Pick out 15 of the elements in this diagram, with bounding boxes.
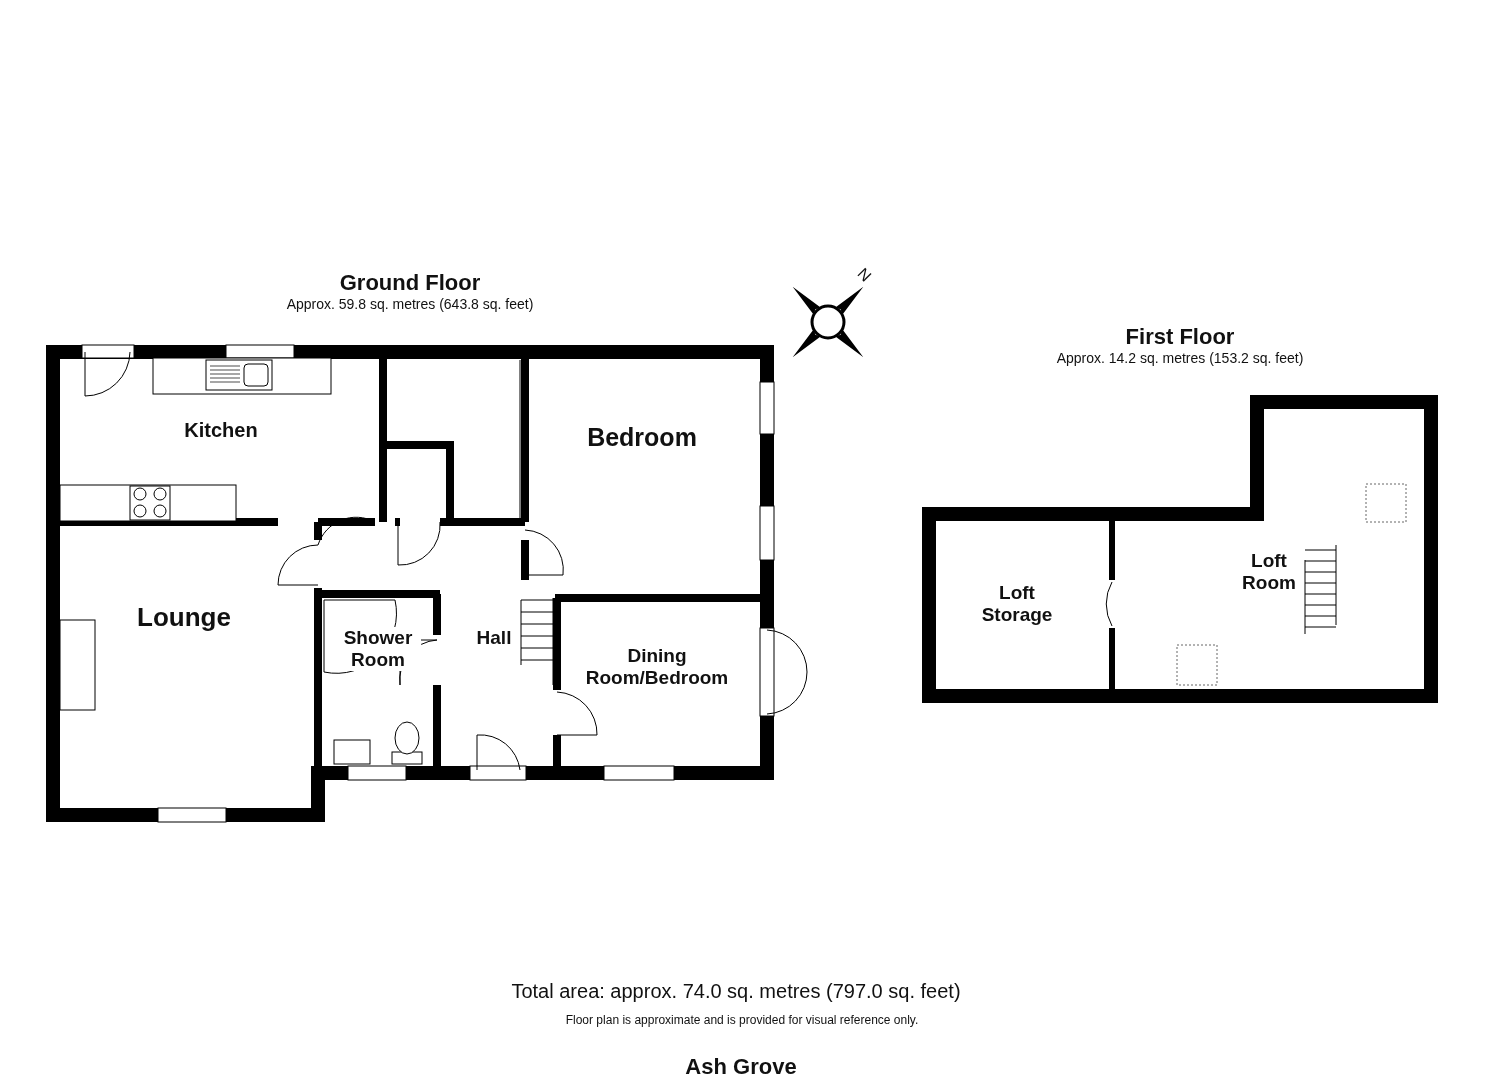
floor-heading: Ground Floor: [338, 270, 482, 296]
room-label: Bedroom: [562, 423, 722, 452]
room-label: Loft Room: [1229, 550, 1309, 594]
property-name: Ash Grove: [684, 1053, 798, 1080]
room-label: Kitchen: [161, 419, 281, 442]
floor-area-text: Approx. 14.2 sq. metres (153.2 sq. feet): [1055, 350, 1305, 366]
floor-area-text: Approx. 59.8 sq. metres (643.8 sq. feet): [285, 296, 535, 312]
room-label: Lounge: [114, 603, 254, 633]
room-label: Dining Room/Bedroom: [569, 645, 745, 689]
disclaimer-text: Floor plan is approximate and is provided for visual reference only.: [564, 1012, 920, 1027]
floor-heading: First Floor: [1124, 324, 1236, 350]
room-label: Loft Storage: [967, 582, 1067, 626]
north-label: N: [853, 264, 876, 287]
total-area-text: Total area: approx. 74.0 sq. metres (797.0 sq. feet): [510, 980, 962, 1003]
room-label: Hall: [464, 627, 524, 649]
